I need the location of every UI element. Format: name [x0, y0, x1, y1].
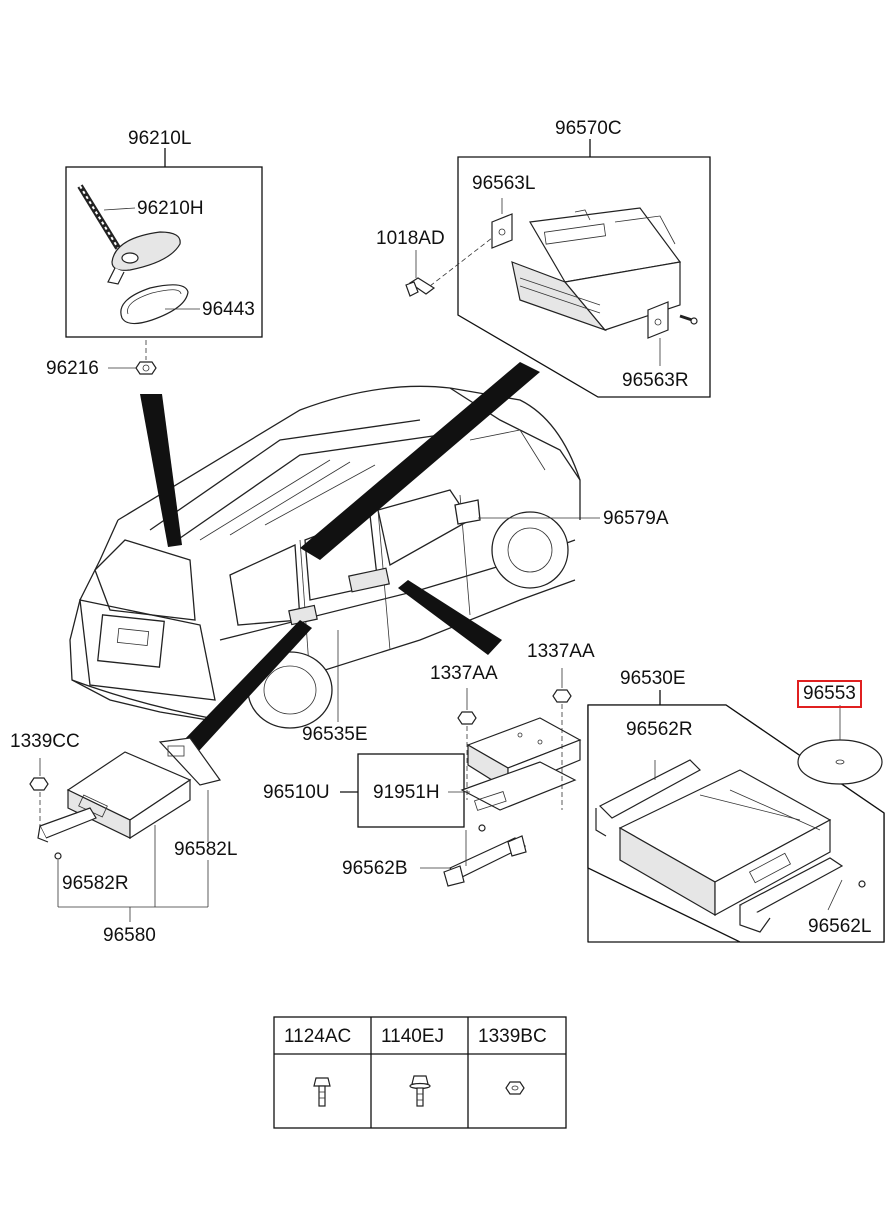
label-96210l: 96210L [128, 128, 192, 149]
amp-bracket-left-icon [37, 807, 97, 843]
nut-1339cc-icon [29, 777, 49, 791]
label-96580: 96580 [103, 925, 156, 946]
flange-bolt-icon [409, 1075, 431, 1107]
antenna-gasket-icon [120, 284, 189, 325]
label-96562b: 96562B [342, 858, 408, 879]
label-1337aa-left: 1337AA [430, 663, 498, 684]
antenna-assembly [65, 148, 263, 375]
amplifier-icon [66, 751, 192, 840]
screw-right-icon [679, 314, 698, 325]
left-bracket-icon [491, 198, 513, 249]
label-96570c: 96570C [555, 118, 622, 139]
antenna-base-icon [107, 231, 181, 285]
nut-1337aa-b-icon [552, 689, 572, 703]
amp-bracket-right-icon [158, 737, 222, 786]
fastener-table [273, 1016, 567, 1129]
screw-1018ad-icon [405, 277, 436, 297]
antenna-nut-icon [135, 361, 157, 375]
table-header-1339bc: 1339BC [478, 1026, 547, 1047]
nav-bracket-96562r-icon [595, 759, 701, 837]
label-96582r: 96582R [62, 873, 129, 894]
location-pointers [140, 362, 540, 752]
label-96563r: 96563R [622, 370, 689, 391]
label-96579a: 96579A [603, 508, 669, 529]
label-96530e: 96530E [620, 668, 686, 689]
table-header-1124ac: 1124AC [284, 1026, 352, 1047]
right-bracket-icon [647, 301, 669, 366]
label-96553-highlighted: 96553 [797, 680, 862, 708]
label-96562l-nav: 96562L [808, 916, 872, 937]
label-96535e: 96535E [302, 724, 368, 745]
lower-bracket-96562b-icon [443, 835, 527, 887]
amplifier-assembly [29, 737, 222, 922]
nut-1337aa-a-icon [457, 711, 477, 725]
label-96216: 96216 [46, 358, 99, 379]
nav-bracket-96562l-icon [738, 857, 844, 933]
center-module-assembly [340, 668, 582, 887]
disc-icon [797, 705, 883, 785]
bolt-icon [313, 1077, 331, 1107]
table-header-1140ej: 1140EJ [381, 1026, 445, 1047]
label-96210h: 96210H [137, 198, 204, 219]
label-96443: 96443 [202, 299, 255, 320]
vehicle-body [69, 385, 581, 729]
label-96510u: 96510U [263, 782, 330, 803]
label-96582l: 96582L [174, 839, 238, 860]
label-96563l: 96563L [472, 173, 536, 194]
label-1018ad: 1018AD [376, 228, 445, 249]
label-96562r-nav: 96562R [626, 719, 693, 740]
antenna-whip-icon [77, 184, 121, 250]
label-91951h: 91951H [373, 782, 440, 803]
audio-unit-assembly [405, 139, 711, 398]
label-1339cc: 1339CC [10, 731, 80, 752]
label-1337aa-right: 1337AA [527, 641, 595, 662]
nut-icon [505, 1081, 525, 1095]
navigation-unit-icon [618, 769, 832, 917]
module-bracket-icon [460, 761, 577, 811]
